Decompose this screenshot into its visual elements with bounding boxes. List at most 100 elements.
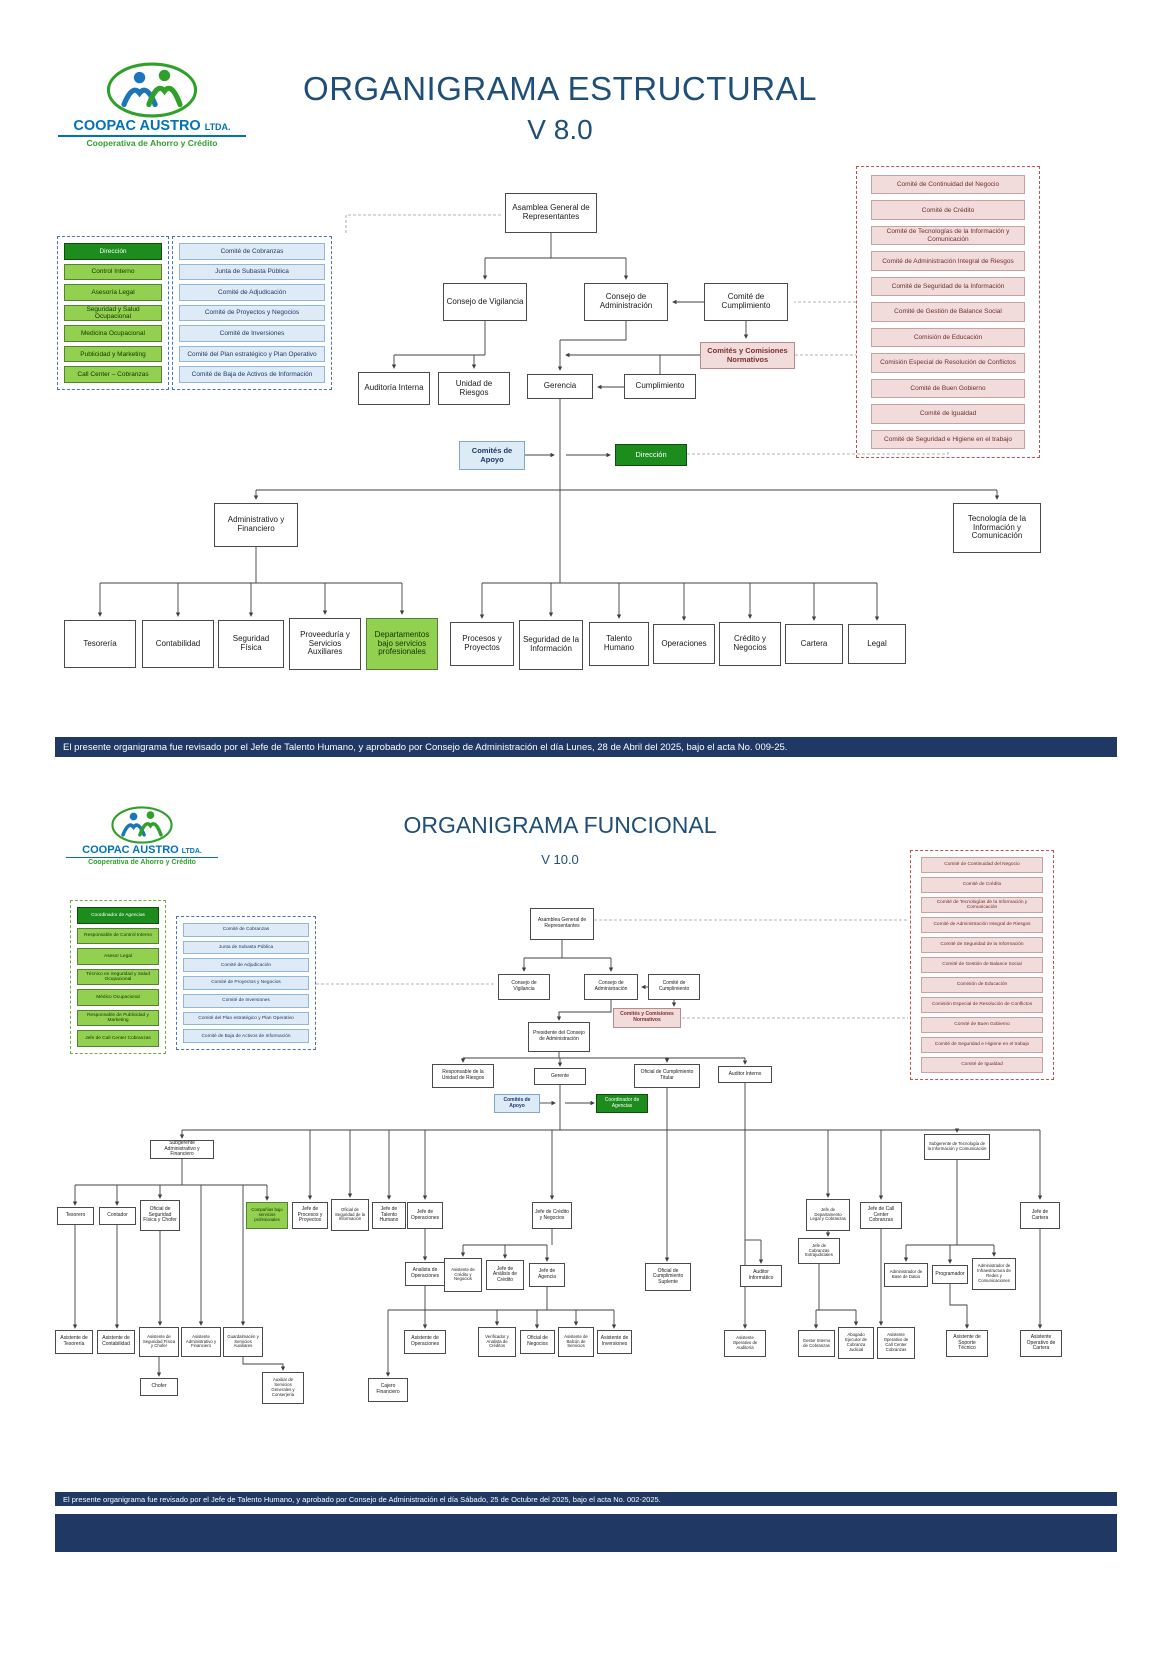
- st-node-asamblea: Asamblea General de Representantes: [505, 193, 597, 233]
- comite-apoyo-item: Comité del Plan estratégico y Plan Opera…: [179, 345, 325, 363]
- logo-tagline: Cooperativa de Ahorro y Crédito: [88, 859, 196, 866]
- fn-node-analista-operaciones: Analista de Operaciones: [405, 1262, 445, 1286]
- fn-node-auditor-interno: Auditor Interno: [718, 1066, 772, 1083]
- structural-title: ORGANIGRAMA ESTRUCTURAL: [303, 70, 817, 107]
- comite-apoyo-item: Comité de Inversiones: [179, 325, 325, 342]
- comite-apoyo-item: Comité de Proyectos y Negocios: [179, 304, 325, 322]
- fn-node-administrador-base-datos: Administrador de Base de Datos: [884, 1263, 928, 1287]
- fn-node-asistente-balcon-servicios: Asistente de Balcón de Servicios: [558, 1327, 594, 1357]
- st-node-tic: Tecnología de la Información y Comunicac…: [953, 503, 1041, 553]
- comite-normativo-item: Comisión de Educación: [921, 977, 1043, 993]
- fn-node-abogado-ejecutor: Abogado Ejecutor de Cobranza Judicial: [838, 1327, 874, 1359]
- comite-normativo-item: Comité de Seguridad e Higiene en el trab…: [871, 429, 1025, 449]
- st-node-direccion: Dirección: [615, 444, 687, 466]
- fn-node-asistente-operaciones: Asistente de Operaciones: [404, 1330, 446, 1354]
- logo-name: COOPAC AUSTRO LTDA.: [58, 118, 246, 137]
- fn-node-gestor-interno-cobranzas: Gestor Interno de Cobranzas: [798, 1330, 835, 1357]
- direccion-item: Jefe de Call Center Cobranzas: [77, 1030, 159, 1048]
- st-node-consejo-vigilancia: Consejo de Vigilancia: [443, 283, 527, 321]
- comite-normativo-item: Comité de Igualdad: [921, 1057, 1043, 1073]
- comite-apoyo-item: Comité de Adjudicación: [183, 958, 309, 973]
- direccion-item: Control Interno: [64, 263, 162, 281]
- fn-node-consejo-vigilancia: Consejo de Vigilancia: [498, 974, 550, 1000]
- fn-node-asistente-inversiones: Asistente de Inversiones: [597, 1330, 632, 1354]
- st-node-proveeduria: Proveeduría y Servicios Auxiliares: [289, 618, 361, 670]
- fn-node-jefe-call-center: Jefe de Call Center Cobranzas: [860, 1202, 902, 1229]
- direccion-item: Responsable de Publicidad y Marketing: [77, 1009, 159, 1027]
- logo-tagline: Cooperativa de Ahorro y Crédito: [86, 138, 218, 148]
- comite-apoyo-item: Comité de Inversiones: [183, 993, 309, 1008]
- st-node-administrativo-financiero: Administrativo y Financiero: [214, 503, 298, 547]
- direccion-item: Asesor Legal: [77, 948, 159, 965]
- fn-node-responsable-unidad-riesgos: Responsable de la Unidad de Riesgos: [432, 1064, 494, 1088]
- st-node-unidad-riesgos: Unidad de Riesgos: [438, 372, 510, 405]
- direccion-item: Dirección: [64, 243, 162, 260]
- fn-node-consejo-administracion: Consejo de Administración: [584, 974, 638, 1000]
- direccion-item: Medicina Ocupacional: [64, 325, 162, 342]
- bottom-band: [55, 1514, 1117, 1552]
- coopac-logo-small: COOPAC AUSTRO LTDA. Cooperativa de Ahorr…: [66, 806, 218, 866]
- fn-node-jefe-legal-cobranzas: Jefe de Departamento Legal y Cobranzas: [806, 1199, 850, 1231]
- fn-node-oficial-negocios: Oficial de Negocios: [520, 1330, 555, 1354]
- fn-node-auditor-informatico: Auditor Informático: [740, 1265, 782, 1287]
- logo-suffix-text: LTDA.: [204, 122, 231, 132]
- fn-node-oficial-seguridad-informacion: Oficial de Seguridad de la Información: [331, 1199, 369, 1231]
- direccion-item: Técnico en Seguridad y Salud Ocupacional: [77, 968, 159, 986]
- comite-normativo-item: Comité de Tecnologías de la Información …: [871, 225, 1025, 246]
- fn-node-jefe-procesos: Jefe de Procesos y Proyectos: [292, 1202, 328, 1229]
- comite-normativo-item: Comité de Crédito: [921, 877, 1043, 893]
- fn-node-administrador-infraestructura: Administrador de Infraestructura de Rede…: [972, 1258, 1016, 1290]
- comite-normativo-item: Comisión de Educación: [871, 327, 1025, 348]
- comite-apoyo-item: Comité de Baja de Activos de Información: [183, 1029, 309, 1044]
- fn-node-contador: Contador: [99, 1207, 136, 1225]
- fn-node-jefe-operaciones: Jefe de Operaciones: [407, 1202, 443, 1229]
- fn-node-oficial-seguridad-fisica: Oficial de Seguridad Física y Chofer: [140, 1200, 180, 1231]
- comite-normativo-item: Comité de Tecnologías de la Información …: [921, 897, 1043, 913]
- fn-node-oficial-cumplimiento-suplente: Oficial de Cumplimiento Suplente: [645, 1263, 691, 1291]
- fn-node-asistente-credito-negocios: Asistente de Crédito y Negocios: [444, 1258, 482, 1292]
- st-node-gerencia: Gerencia: [527, 374, 593, 399]
- fn-node-jefe-credito-negocios: Jefe de Crédito y Negocios: [532, 1202, 572, 1229]
- fn-node-asamblea: Asamblea General de Representantes: [530, 908, 594, 940]
- comite-normativo-item: Comité de Continuidad del Negocio: [921, 857, 1043, 873]
- fn-node-jefe-agencia: Jefe de Agencia: [529, 1263, 565, 1287]
- comite-normativo-item: Comité de Administración Integral de Rie…: [921, 917, 1043, 933]
- fn-node-auxiliar-servicios-generales: Auxiliar de Servicios Generales y Conser…: [262, 1372, 304, 1404]
- logo-name-text: COOPAC AUSTRO: [82, 844, 179, 856]
- st-node-credito-negocios: Crédito y Negocios: [719, 622, 781, 666]
- fn-node-subgerente-tic: Subgerente de Tecnología de la Informaci…: [924, 1134, 990, 1160]
- comite-apoyo-item: Comité de Cobranzas: [183, 923, 309, 937]
- comite-normativo-item: Comité de Administración Integral de Rie…: [871, 251, 1025, 271]
- funcional-title: ORGANIGRAMA FUNCIONAL: [403, 812, 717, 838]
- fn-node-oficial-cumplimiento-titular: Oficial de Cumplimiento Titular: [634, 1064, 700, 1088]
- fn-node-asistente-tesoreria: Asistente de Tesorería: [55, 1330, 93, 1354]
- fn-node-asistente-operativo-auditoria: Asistente Operativo de Auditoría: [724, 1330, 766, 1357]
- fn-node-coordinador-agencias: Coordinador de Agencias: [596, 1094, 648, 1113]
- direccion-item: Médico Ocupacional: [77, 989, 159, 1006]
- logo-name-text: COOPAC AUSTRO: [73, 118, 201, 134]
- funcional-version: V 10.0: [541, 852, 579, 867]
- comite-normativo-item: Comisión Especial de Resolución de Confl…: [921, 997, 1043, 1013]
- fn-node-comites-normativos: Comités y Comisiones Normativos: [613, 1008, 681, 1028]
- fn-node-jefe-cartera: Jefe de Cartera: [1020, 1202, 1060, 1229]
- st-node-talento-humano: Talento Humano: [589, 622, 649, 666]
- st-node-comites-apoyo: Comités de Apoyo: [459, 441, 525, 470]
- fn-node-companias-servicios: Compañías bajo servicios profesionales: [246, 1202, 288, 1229]
- fn-node-asistente-contabilidad: Asistente de Contabilidad: [97, 1330, 135, 1354]
- comite-apoyo-item: Junta de Subasta Pública: [179, 263, 325, 281]
- fn-node-chofer: Chofer: [140, 1378, 178, 1396]
- structural-footer: El presente organigrama fue revisado por…: [55, 737, 1117, 757]
- comite-normativo-item: Comité de Gestión de Balance Social: [921, 957, 1043, 973]
- st-node-cumplimiento: Cumplimiento: [624, 374, 696, 399]
- fn-node-asistente-administrativo-financiero: Asistente Administrativo y Financiero: [181, 1327, 221, 1357]
- comite-apoyo-item: Comité de Proyectos y Negocios: [183, 976, 309, 990]
- fn-node-jefe-talento-humano: Jefe de Talento Humano: [372, 1202, 406, 1229]
- comite-normativo-item: Comité de Continuidad del Negocio: [871, 175, 1025, 195]
